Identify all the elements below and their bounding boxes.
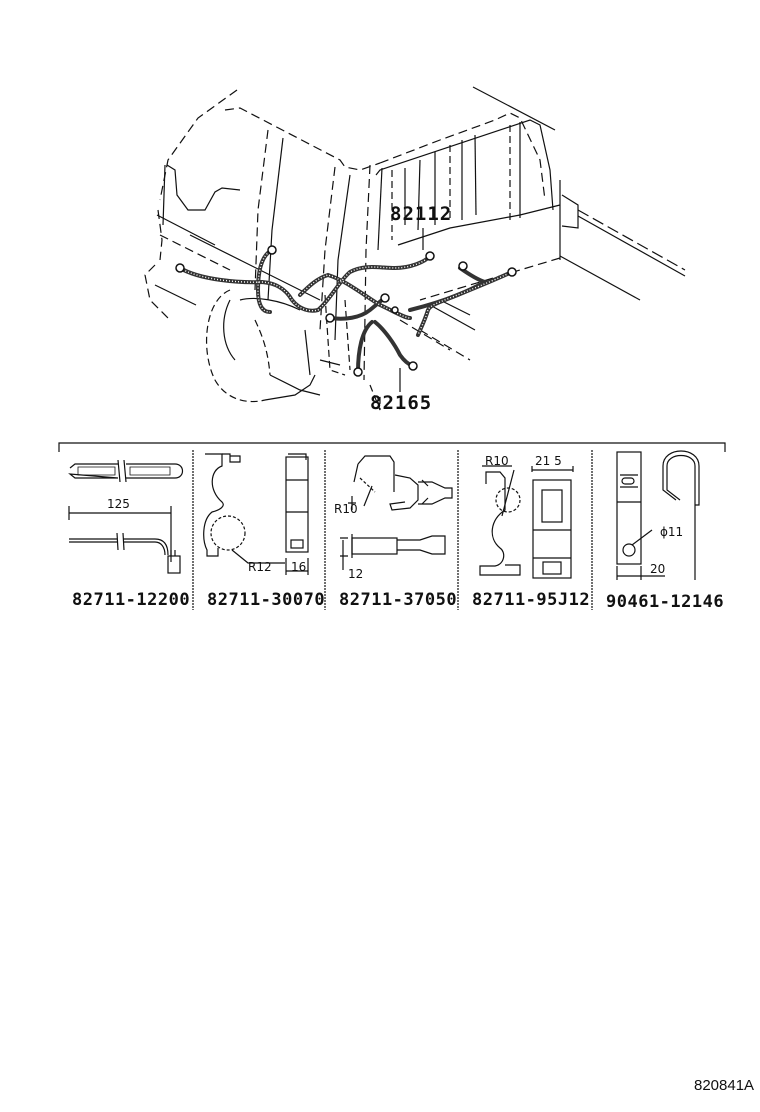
part-82711-12200-drawing — [68, 459, 184, 574]
dim-r10-clip: R10 — [334, 502, 358, 516]
callout-82165: 82165 — [370, 392, 433, 414]
dim-125: 125 — [107, 497, 130, 511]
part-number-90461-12146: 90461-12146 — [606, 592, 725, 612]
dim-12: 12 — [348, 567, 364, 581]
part-90461-12146-drawing — [616, 450, 700, 580]
parts-panel: 82711-12200 82711-30070 82711-37050 8271… — [0, 430, 760, 620]
parts-bracket-lines — [58, 442, 726, 610]
part-82711-37050-drawing — [340, 455, 453, 570]
truck-illustration: 82112 82165 — [0, 0, 760, 430]
dim-20: 20 — [650, 562, 666, 576]
dim-21-5: 21 5 — [535, 454, 562, 468]
part-number-82711-12200: 82711-12200 — [72, 590, 191, 610]
dim-phi11: ϕ11 — [660, 525, 684, 539]
part-number-82711-30070: 82711-30070 — [207, 590, 326, 610]
dim-r12: R12 — [248, 560, 272, 574]
dim-16: 16 — [291, 560, 307, 574]
dim-r10-clamp: R10 — [485, 454, 509, 468]
callout-82112: 82112 — [390, 203, 453, 225]
part-82711-30070-drawing — [203, 453, 309, 575]
figure-code: 820841A — [694, 1077, 755, 1094]
part-number-82711-95J12: 82711-95J12 — [472, 590, 591, 610]
truck-line-art — [144, 86, 686, 411]
part-number-82711-37050: 82711-37050 — [339, 590, 458, 610]
part-82711-95J12-drawing — [479, 465, 574, 579]
